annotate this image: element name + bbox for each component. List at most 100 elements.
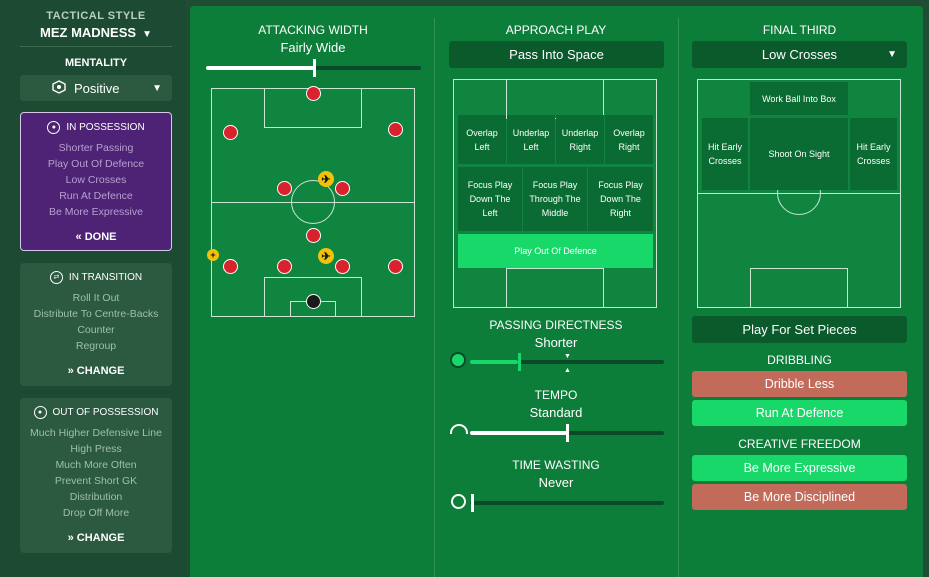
passing-directness-value: Shorter [534,335,578,350]
chevron-down-icon: ▼ [887,49,897,60]
zone-hit-early-crosses-right[interactable]: Hit Early Crosses [850,118,897,190]
run-at-defence-option[interactable]: Run At Defence [692,400,907,426]
final-third-pitch: Work Ball Into Box Hit Early Crosses Sho… [697,79,901,308]
creative-freedom-title: CREATIVE FREEDOM [738,437,861,451]
zone-play-out-of-defence[interactable]: Play Out Of Defence [458,234,653,268]
final-third-dropdown[interactable]: Low Crosses ▼ [692,41,907,68]
change-out-of-possession-button[interactable]: » CHANGE [67,532,125,544]
tempo-title: TEMPO [534,388,578,402]
divider [434,18,435,577]
tactical-style-name: MEZ MADNESS [40,25,137,40]
play-for-set-pieces-button[interactable]: Play For Set Pieces [692,316,907,343]
passing-directness-title: PASSING DIRECTNESS [489,318,623,332]
phase-in-possession[interactable]: ● IN POSSESSION Shorter Passing Play Out… [20,112,172,251]
change-transition-button[interactable]: » CHANGE [67,365,125,377]
zone-work-ball-into-box[interactable]: Work Ball Into Box [750,82,848,115]
slider-thumb[interactable] [313,59,316,77]
approach-play-dropdown[interactable]: Pass Into Space [449,41,664,68]
time-wasting-title: TIME WASTING [512,458,600,472]
phase-title: IN POSSESSION [66,121,145,133]
zone-overlap-right[interactable]: Overlap Right [605,115,653,164]
player-marker [277,181,292,196]
zone-underlap-right[interactable]: Underlap Right [556,115,604,164]
chevron-down-icon: ▼ [152,82,162,94]
penalty-box-bottom [750,268,848,308]
dribble-less-option[interactable]: Dribble Less [692,371,907,397]
passing-directness-slider[interactable]: ▼▲ [470,353,664,374]
zone-focus-middle[interactable]: Focus Play Through The Middle [523,167,587,231]
penalty-box-bottom [506,268,604,308]
forward-run-icon: ✈ [318,171,334,187]
mentality-value: Positive [74,80,120,96]
zone-hit-early-crosses-left[interactable]: Hit Early Crosses [702,118,748,190]
final-third-title: FINAL THIRD [762,23,837,37]
goalkeeper-marker [306,294,321,309]
transition-icon: ⇄ [49,270,63,284]
penalty-box-bottom [264,277,362,317]
zone-focus-right[interactable]: Focus Play Down The Right [588,167,653,231]
player-marker [335,181,350,196]
phase-out-of-possession[interactable]: ● OUT OF POSSESSION Much Higher Defensiv… [20,398,172,553]
player-marker [388,122,403,137]
phase-title: IN TRANSITION [68,271,143,283]
tactics-sidebar: TACTICAL STYLE MEZ MADNESS ▼ MENTALITY Po… [0,0,186,577]
approach-play-pitch: Overlap Left Underlap Left Underlap Righ… [453,79,657,308]
divider [678,18,679,577]
attacking-width-slider[interactable] [206,59,421,77]
chevrons-right-icon: » [67,365,74,377]
phase-item: Low Crosses [65,174,127,186]
mentality-label: MENTALITY [64,57,128,69]
done-button[interactable]: « DONE [75,231,117,243]
in-possession-panel: ATTACKING WIDTH Fairly Wide ✈ ✈ + APPROA… [190,6,923,577]
tactical-style-label: TACTICAL STYLE [46,10,146,22]
zone-underlap-left[interactable]: Underlap Left [507,115,555,164]
be-more-expressive-option[interactable]: Be More Expressive [692,455,907,481]
attacking-width-title: ATTACKING WIDTH [258,23,368,37]
attacking-width-pitch: ✈ ✈ + [207,86,415,317]
slider-fill [470,431,567,435]
tactical-style-dropdown[interactable]: MEZ MADNESS ▼ [20,25,172,40]
default-marker: ▼▲ [564,353,571,374]
divider [20,46,172,47]
phase-item: Run At Defence [59,190,133,202]
slider-fill [470,360,518,364]
phase-item: Play Out Of Defence [47,158,145,170]
tempo-slider[interactable] [470,424,664,442]
time-wasting-slider[interactable] [470,494,664,512]
time-wasting-value: Never [538,475,574,490]
phase-item: Distribution [69,491,123,503]
player-marker [277,259,292,274]
mentality-dropdown[interactable]: Positive ▼ [20,75,172,101]
penalty-box-top [506,79,604,119]
phase-title: OUT OF POSSESSION [52,406,159,418]
slider-thumb[interactable] [566,424,569,442]
phase-item: High Press [70,443,122,455]
phase-item: Counter [77,324,115,336]
phase-in-transition[interactable]: ⇄ IN TRANSITION Roll It Out Distribute T… [20,263,172,386]
defend-icon: ● [33,405,47,419]
zone-focus-left[interactable]: Focus Play Down The Left [458,167,522,231]
phase-item: Drop Off More [62,507,130,519]
forward-run-icon: ✈ [318,248,334,264]
be-more-disciplined-option[interactable]: Be More Disciplined [692,484,907,510]
slider-thumb[interactable] [518,353,521,371]
approach-play-title: APPROACH PLAY [505,23,607,37]
phase-item: Distribute To Centre-Backs [33,308,159,320]
phase-item: Shorter Passing [58,142,134,154]
penalty-box-top [264,88,362,128]
zone-shoot-on-sight[interactable]: Shoot On Sight [750,118,848,190]
phase-item: Prevent Short GK [54,475,138,487]
phase-item: Regroup [75,340,117,352]
player-marker [306,86,321,101]
chevrons-left-icon: « [75,231,82,243]
phase-item: Much Higher Defensive Line [30,427,162,439]
attacking-width-value: Fairly Wide [280,40,346,55]
slider-thumb[interactable] [471,494,474,512]
zone-overlap-left[interactable]: Overlap Left [458,115,506,164]
dribbling-title: DRIBBLING [767,353,832,367]
mentality-icon [52,79,66,97]
final-third-value: Low Crosses [761,47,838,62]
chevrons-right-icon: » [67,532,74,544]
approach-play-value: Pass Into Space [509,47,604,62]
chevron-down-icon: ▼ [142,29,152,40]
